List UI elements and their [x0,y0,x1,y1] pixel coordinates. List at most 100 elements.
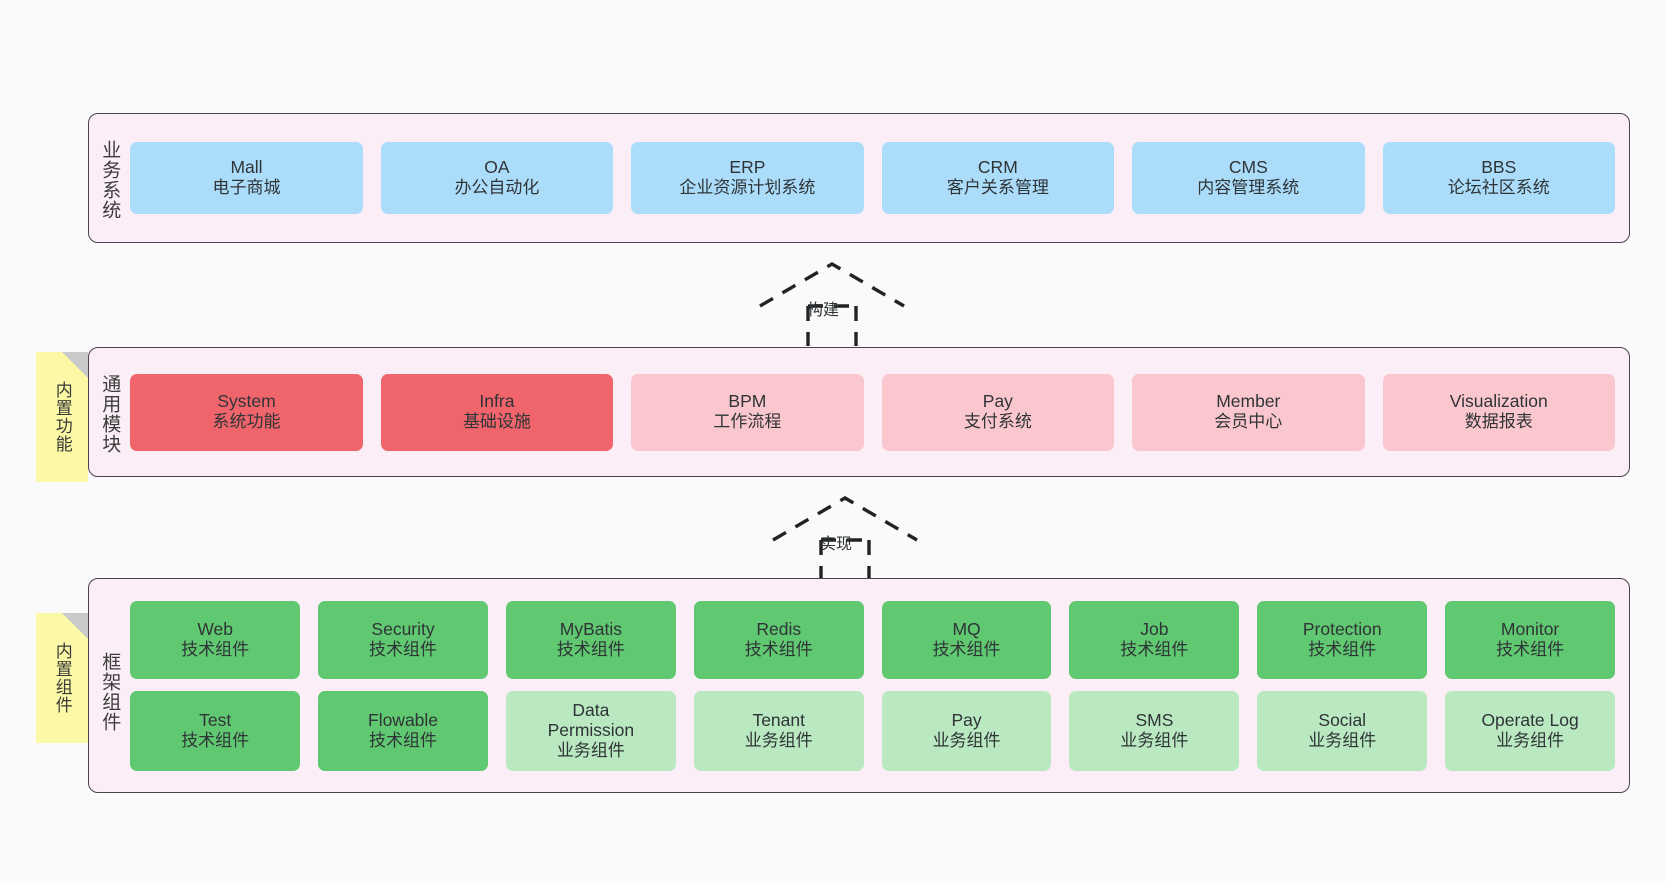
card-erp[interactable]: ERP 企业资源计划系统 [631,142,864,214]
card-subtitle: 业务组件 [932,730,1001,750]
layer-framework-component-body: Web 技术组件 Security 技术组件 MyBatis 技术组件 Redi… [126,579,1629,792]
note-builtin-component-label: 内置组件 [52,642,72,714]
card-title: Visualization [1449,391,1548,412]
layer-row: Mall 电子商城 OA 办公自动化 ERP 企业资源计划系统 CRM 客户关系… [130,142,1615,214]
connector-implement: 实现 [765,492,925,580]
card-subtitle: 技术组件 [932,639,1001,659]
card-redis[interactable]: Redis 技术组件 [693,600,864,679]
card-title: Mall [230,157,263,178]
card-title: Test [199,709,232,730]
card-subtitle: 技术组件 [369,730,438,750]
card-subtitle: 会员中心 [1214,412,1283,432]
card-title: Operate Log [1481,709,1579,730]
layer-business-system-body: Mall 电子商城 OA 办公自动化 ERP 企业资源计划系统 CRM 客户关系… [126,114,1629,242]
card-title: ERP [729,157,766,178]
card-title: Pay [951,709,982,730]
note-builtin-function-label: 内置功能 [52,381,72,453]
layer-row: Test 技术组件 Flowable 技术组件 Data Permission … [130,690,1616,771]
card-mall[interactable]: Mall 电子商城 [130,142,363,214]
card-web[interactable]: Web 技术组件 [130,600,301,679]
card-bbs[interactable]: BBS 论坛社区系统 [1382,142,1615,214]
card-cms[interactable]: CMS 内容管理系统 [1132,142,1365,214]
card-title: Monitor [1500,618,1560,639]
card-title: MyBatis [559,618,622,639]
card-subtitle: 技术组件 [369,639,438,659]
card-title: BPM [728,391,767,412]
layer-common-module-body: System 系统功能 Infra 基础设施 BPM 工作流程 Pay 支付系统… [126,348,1629,476]
card-flowable[interactable]: Flowable 技术组件 [318,690,488,771]
card-subtitle: 工作流程 [713,412,782,432]
card-monitor[interactable]: Monitor 技术组件 [1445,600,1616,679]
card-title: Data Permission [547,699,635,741]
card-subtitle: 业务组件 [1496,730,1565,750]
card-subtitle: 技术组件 [181,730,250,750]
card-subtitle: 内容管理系统 [1197,178,1300,198]
card-mq[interactable]: MQ 技术组件 [881,600,1052,679]
card-subtitle: 技术组件 [181,639,250,659]
card-job[interactable]: Job 技术组件 [1069,600,1240,679]
card-title: BBS [1481,157,1517,178]
card-title: Member [1216,391,1281,412]
card-subtitle: 客户关系管理 [946,178,1049,198]
card-title: Social [1318,709,1367,730]
card-subtitle: 论坛社区系统 [1447,178,1550,198]
layer-business-system-label: 业务系统 [99,139,121,220]
card-subtitle: 业务组件 [1308,730,1377,750]
card-social[interactable]: Social 业务组件 [1257,690,1428,771]
card-pay-component[interactable]: Pay 业务组件 [881,690,1052,771]
card-protection[interactable]: Protection 技术组件 [1257,600,1428,679]
card-title: CRM [977,157,1018,178]
connector-build-arrow [759,262,905,346]
card-oa[interactable]: OA 办公自动化 [380,142,614,214]
card-subtitle: 技术组件 [556,639,625,659]
card-title: SMS [1135,709,1174,730]
card-system[interactable]: System 系统功能 [130,373,363,451]
card-data-permission[interactable]: Data Permission 业务组件 [505,690,676,771]
connector-implement-label: 实现 [820,536,853,553]
card-pay-module[interactable]: Pay 支付系统 [881,373,1115,451]
card-title: Pay [982,391,1013,412]
card-title: CMS [1228,157,1268,178]
connector-implement-arrow [772,496,918,580]
card-operate-log[interactable]: Operate Log 业务组件 [1445,690,1616,771]
card-visualization[interactable]: Visualization 数据报表 [1382,373,1615,451]
card-bpm[interactable]: BPM 工作流程 [631,373,864,451]
card-subtitle: 技术组件 [744,639,813,659]
card-title: MQ [952,618,981,639]
card-subtitle: 基础设施 [462,412,531,432]
card-test[interactable]: Test 技术组件 [130,690,301,771]
card-member[interactable]: Member 会员中心 [1132,373,1365,451]
layer-common-module-label: 通用模块 [99,373,121,454]
card-security[interactable]: Security 技术组件 [318,600,488,679]
card-title: Web [197,618,234,639]
card-subtitle: 技术组件 [1308,639,1377,659]
card-title: Flowable [368,709,439,730]
layer-framework-component: 框架组件 Web 技术组件 Security 技术组件 MyBatis 技术组件… [88,578,1630,793]
card-subtitle: 企业资源计划系统 [679,178,816,198]
card-title: System [217,391,276,412]
card-title: Job [1140,618,1169,639]
card-sms[interactable]: SMS 业务组件 [1069,690,1240,771]
connector-build: 构建 [752,258,912,346]
layer-common-module: 通用模块 System 系统功能 Infra 基础设施 BPM 工作流程 Pay… [88,347,1630,477]
note-fold-corner-icon [62,352,88,378]
layer-framework-component-label: 框架组件 [99,651,121,732]
layer-row: System 系统功能 Infra 基础设施 BPM 工作流程 Pay 支付系统… [130,373,1615,451]
card-subtitle: 数据报表 [1464,412,1533,432]
card-subtitle: 业务组件 [744,730,813,750]
card-title: Infra [479,391,515,412]
note-builtin-component: 内置组件 [36,613,88,743]
card-title: Security [371,618,435,639]
card-infra[interactable]: Infra 基础设施 [380,373,614,451]
card-title: Redis [756,618,802,639]
card-subtitle: 办公自动化 [454,178,540,198]
card-mybatis[interactable]: MyBatis 技术组件 [505,600,676,679]
card-title: Tenant [752,709,805,730]
card-subtitle: 业务组件 [1120,730,1189,750]
layer-row: Web 技术组件 Security 技术组件 MyBatis 技术组件 Redi… [130,600,1616,679]
layer-business-system: 业务系统 Mall 电子商城 OA 办公自动化 ERP 企业资源计划系统 CRM… [88,113,1630,243]
card-tenant[interactable]: Tenant 业务组件 [693,690,864,771]
card-subtitle: 技术组件 [1120,639,1189,659]
card-crm[interactable]: CRM 客户关系管理 [881,142,1115,214]
